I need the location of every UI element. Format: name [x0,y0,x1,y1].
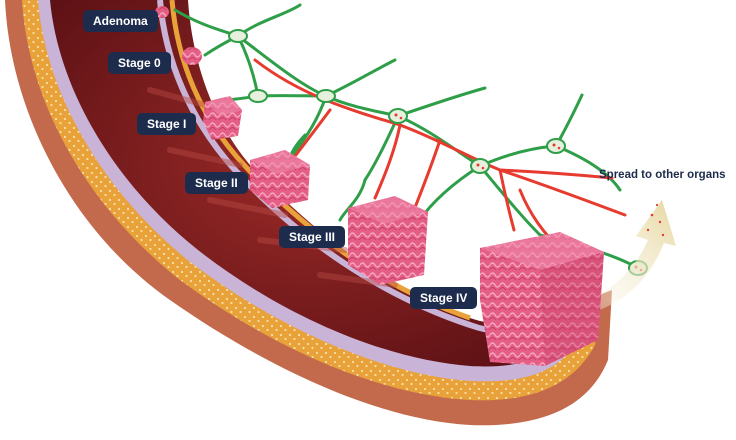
tumor-stage-3 [348,196,428,285]
tumor-stage-4 [480,232,604,366]
colon-lumen [50,0,570,367]
lumen-folds [147,87,398,288]
lymph-nodes [228,29,648,276]
lymph-node [546,138,566,154]
label-adenoma: Adenoma [83,10,158,32]
lymph-node [316,89,336,103]
label-spread-to-other-organs: Spread to other organs [599,169,726,181]
blood-vessels [253,58,627,250]
lymph-node [228,29,248,43]
lymph-node [470,158,490,174]
lymph-node [248,89,268,103]
label-stage-3: Stage III [279,226,346,248]
label-stage-4: Stage IV [410,287,478,309]
label-stage-1: Stage I [137,113,197,135]
tumor-adenoma [155,6,169,18]
lymph-node [388,108,408,124]
label-stage-2: Stage II [185,172,248,194]
label-stage-0: Stage 0 [108,52,171,74]
spread-arrow [555,200,676,318]
tumor-stage-0 [182,47,202,65]
tumor-stage-2 [250,150,310,208]
tumor-stage-1 [203,96,242,140]
spread-dots [646,203,665,237]
